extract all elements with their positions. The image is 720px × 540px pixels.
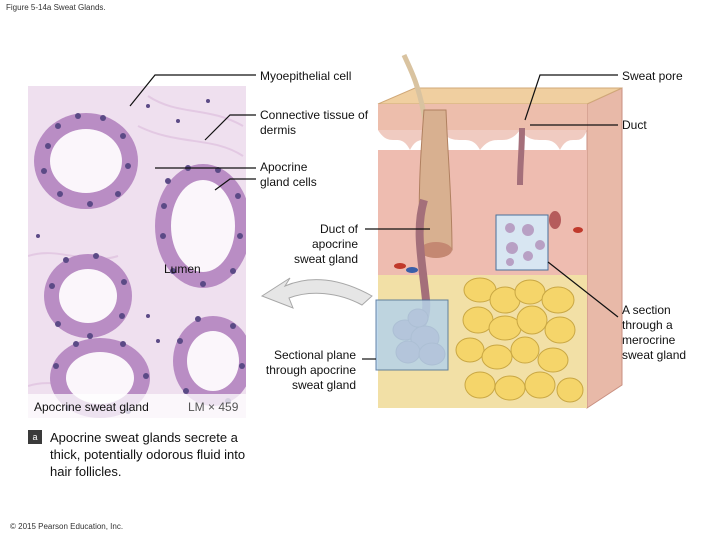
micrograph: [28, 86, 246, 418]
label-merocrine-section: A section through a merocrine sweat glan…: [622, 303, 687, 362]
label-apocrine-gland-cells: Apocrine gland cells: [260, 160, 317, 189]
label-duct-of-apocrine: Duct of apocrine sweat gland: [293, 222, 358, 266]
copyright-notice: © 2015 Pearson Education, Inc.: [10, 522, 124, 531]
label-sweat-pore: Sweat pore: [622, 69, 683, 83]
label-duct: Duct: [622, 118, 647, 132]
micrograph-illustration: [28, 86, 246, 418]
panel-letter-badge: a: [28, 430, 42, 444]
label-connective-tissue: Connective tissue of dermis: [260, 108, 369, 137]
micrograph-name: Apocrine sweat gland: [34, 400, 149, 414]
figure-title: Figure 5-14a Sweat Glands.: [6, 3, 106, 12]
magnification-label: LM × 459: [188, 400, 239, 414]
panel-caption: Apocrine sweat glands secrete a thick, p…: [50, 430, 246, 479]
label-sectional-plane: Sectional plane through apocrine sweat g…: [265, 348, 356, 392]
label-lumen: Lumen: [164, 262, 201, 276]
label-myoepithelial-cell: Myoepithelial cell: [260, 69, 352, 83]
